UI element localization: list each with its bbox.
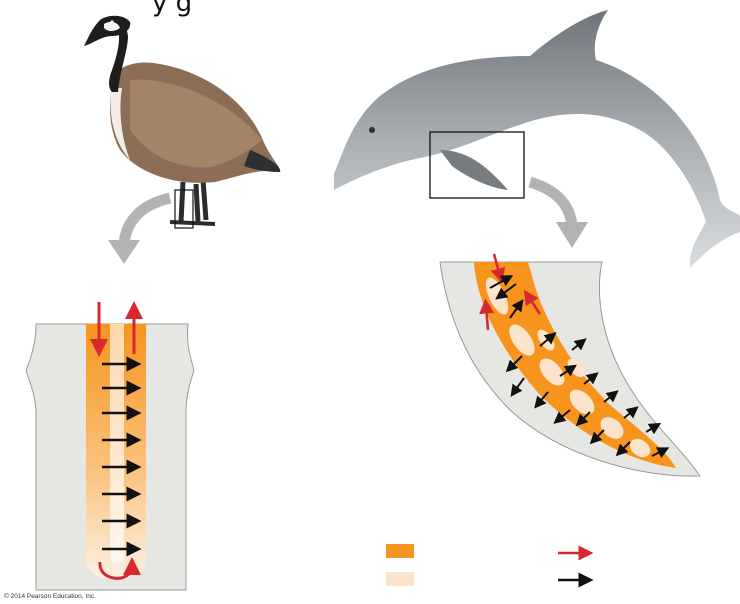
legend — [386, 544, 586, 586]
goose-leg-cross-section — [26, 302, 194, 590]
goose-illustration — [84, 16, 280, 224]
copyright-notice: © 2014 Pearson Education, Inc. — [4, 593, 96, 600]
warm-blood-swatch — [386, 544, 414, 558]
cool-blood-swatch — [386, 572, 414, 586]
dolphin-flipper-cross-section — [440, 254, 700, 476]
dolphin-pointer-arrow — [530, 182, 588, 248]
dolphin-illustration — [334, 10, 740, 268]
goose-pointer-arrow — [108, 198, 170, 264]
